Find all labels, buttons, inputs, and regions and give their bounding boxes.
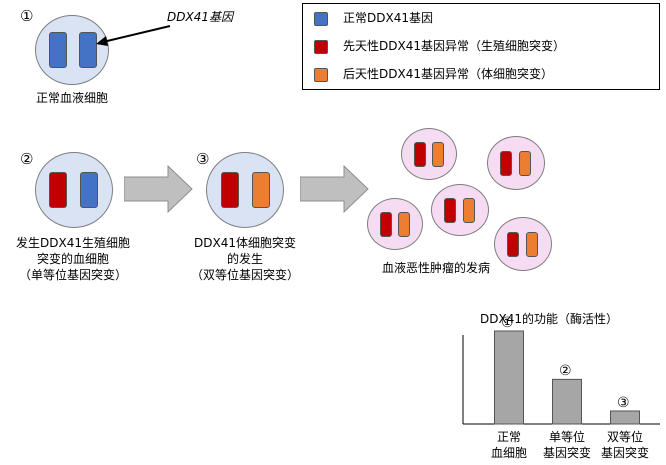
legend-swatch-somatic	[314, 68, 328, 82]
somatic-mutated-cell	[206, 152, 284, 228]
tumor-cell	[431, 184, 489, 236]
legend-label-somatic: 后天性DDX41基因异常（体细胞突变）	[343, 67, 553, 81]
progression-arrow-2	[300, 164, 369, 214]
stage3-caption-line3: （双等位基因突变）	[190, 268, 299, 282]
chart-title: DDX41的功能（酶活性）	[480, 312, 618, 326]
somatic-mutant-gene	[252, 172, 270, 208]
tumor-gene-orange	[519, 151, 531, 176]
bar-category-label-1-line1: 正常	[496, 430, 521, 444]
legend-label-germline: 先天性DDX41基因异常（生殖细胞突变）	[343, 39, 565, 53]
normal-gene-right	[79, 32, 97, 68]
normal-gene-left	[49, 32, 67, 68]
stage2-caption-line3: （单等位基因突变）	[18, 268, 127, 282]
stage2-caption-line2: 突变的血细胞	[36, 252, 109, 266]
bar-2	[552, 378, 582, 425]
legend-swatch-germline	[314, 40, 328, 54]
normal-blood-cell	[35, 15, 109, 85]
bar-number-3: ③	[617, 394, 630, 411]
progression-arrow-1	[124, 164, 193, 214]
bar-number-2: ②	[559, 363, 572, 380]
tumor-caption: 血液恶性肿瘤的发病	[382, 261, 491, 275]
tumor-gene-orange	[526, 232, 538, 257]
bar-number-1: ①	[501, 315, 514, 331]
bar-category-label-3-line1: 双等位	[606, 430, 643, 444]
tumor-gene-orange	[432, 142, 444, 167]
bar-category-label-1-line2: 血细胞	[490, 446, 527, 460]
tumor-cell	[401, 128, 457, 180]
bar-category-label-3-line2: 基因突变	[600, 446, 649, 460]
bar-1	[494, 330, 524, 425]
legend-label-normal: 正常DDX41基因	[343, 11, 433, 25]
stage3-caption-line2: 的发生	[226, 252, 263, 266]
tumor-gene-red	[414, 142, 426, 167]
tumor-cell	[487, 136, 545, 190]
bar-3	[610, 410, 640, 425]
stage3-number: ③	[196, 150, 210, 168]
tumor-gene-orange	[463, 198, 475, 223]
bar-category-label-2-line1: 单等位	[548, 430, 585, 444]
stage3-caption-line1: DDX41体细胞突变	[194, 236, 296, 250]
germline-mutated-cell	[35, 152, 113, 228]
gene-pointer-label: DDX41基因	[167, 10, 233, 24]
stage1-number: ①	[20, 7, 34, 25]
stage2-number: ②	[20, 150, 34, 168]
legend-box: 正常DDX41基因 先天性DDX41基因异常（生殖细胞突变） 后天性DDX41基…	[302, 3, 660, 90]
germline-mutant-gene	[49, 172, 67, 208]
bar-category-label-2-line2: 基因突变	[542, 446, 591, 460]
tumor-gene-red	[507, 232, 519, 257]
legend-swatch-normal	[314, 12, 328, 26]
tumor-gene-red	[500, 151, 512, 176]
somatic-germline-gene	[221, 172, 239, 208]
tumor-gene-red	[380, 212, 392, 237]
tumor-gene-red	[444, 198, 456, 223]
tumor-cell	[494, 217, 552, 271]
stage2-caption-line1: 发生DDX41生殖细胞	[16, 236, 130, 250]
tumor-gene-orange	[398, 212, 410, 237]
germline-normal-gene	[80, 172, 98, 208]
stage1-caption: 正常血液细胞	[35, 91, 108, 105]
tumor-cell	[367, 198, 423, 250]
